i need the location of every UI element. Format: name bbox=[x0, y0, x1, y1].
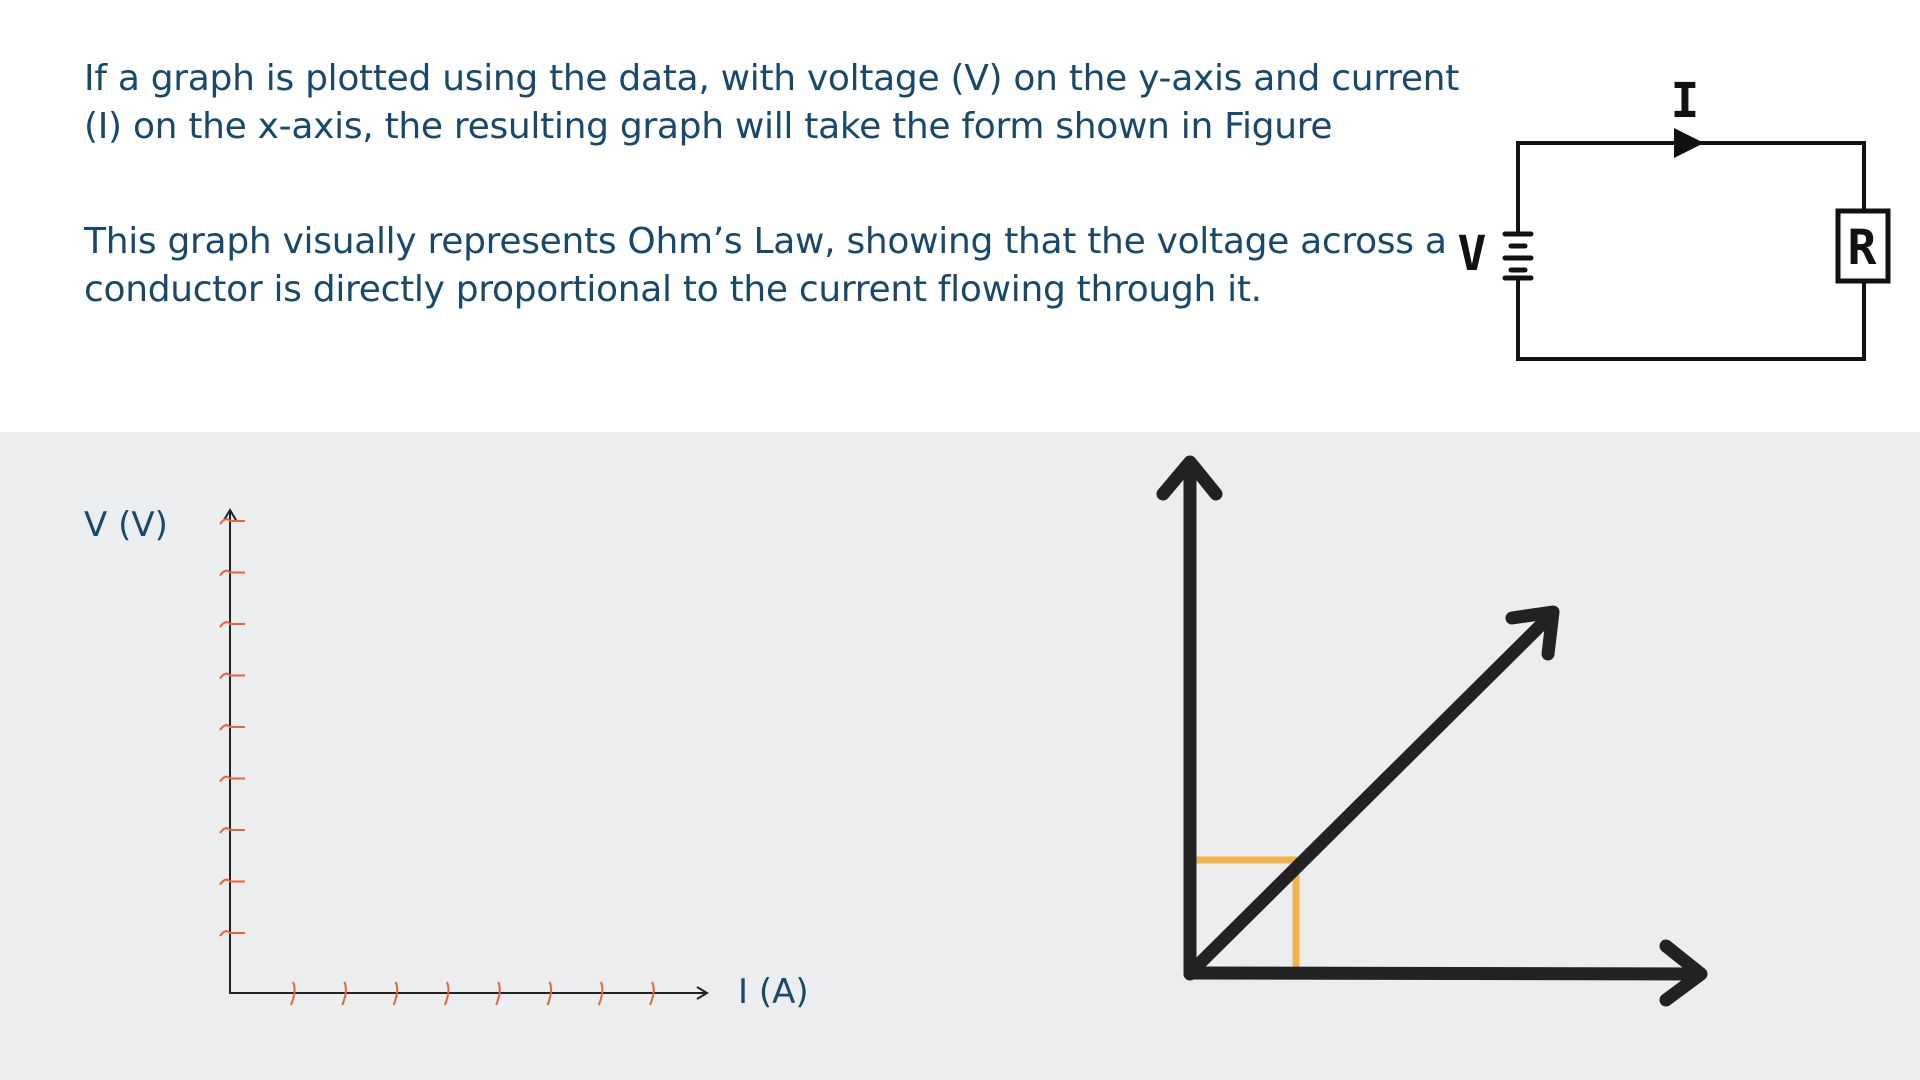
current-direction-arrow bbox=[1674, 128, 1704, 158]
y-axis-tick bbox=[219, 621, 245, 628]
y-axis-tick bbox=[219, 672, 245, 680]
x-axis-tick bbox=[597, 981, 604, 1006]
x-axis-tick bbox=[443, 981, 450, 1006]
voltage-label: V bbox=[1458, 226, 1487, 282]
x-axis-tick bbox=[649, 981, 655, 1006]
paragraph-ohms-law: This graph visually represents Ohm’s Law… bbox=[84, 221, 1447, 310]
sketch-x-arrowhead bbox=[1659, 939, 1708, 1007]
y-axis-tick bbox=[219, 569, 245, 577]
sketch-x-axis bbox=[1183, 966, 1707, 981]
y-axis-tick bbox=[219, 878, 245, 886]
y-axis-tick bbox=[219, 775, 245, 783]
paragraph-graph-description: If a graph is plotted using the data, wi… bbox=[84, 58, 1460, 147]
linear-graph-sketch bbox=[1156, 455, 1708, 1007]
x-axis-ticks bbox=[290, 981, 655, 1006]
x-axis-tick bbox=[546, 981, 553, 1006]
x-axis-tick bbox=[341, 981, 347, 1006]
resistor-symbol bbox=[1835, 208, 1891, 284]
current-label: I bbox=[1671, 73, 1700, 129]
x-axis-label: I (A) bbox=[738, 972, 809, 1012]
y-axis-tick bbox=[219, 724, 245, 731]
x-axis-tick bbox=[290, 981, 296, 1006]
proportional-line bbox=[1184, 611, 1555, 979]
y-axis-tick bbox=[219, 930, 245, 937]
y-axis-ticks bbox=[219, 518, 245, 937]
x-axis-tick bbox=[392, 981, 399, 1006]
y-axis-tick bbox=[219, 518, 245, 525]
circuit-diagram: I V R bbox=[1458, 73, 1891, 361]
resistor-label: R bbox=[1848, 220, 1877, 276]
y-axis-tick bbox=[219, 827, 245, 834]
proportional-line-arrowhead bbox=[1505, 605, 1560, 661]
battery-symbol bbox=[1502, 231, 1534, 281]
x-axis-tick bbox=[495, 981, 501, 1006]
sketch-y-arrowhead bbox=[1156, 455, 1223, 501]
blank-graph: V (V) I (A) bbox=[84, 505, 809, 1012]
y-axis-label: V (V) bbox=[84, 505, 168, 545]
circuit-wires bbox=[1516, 141, 1866, 361]
